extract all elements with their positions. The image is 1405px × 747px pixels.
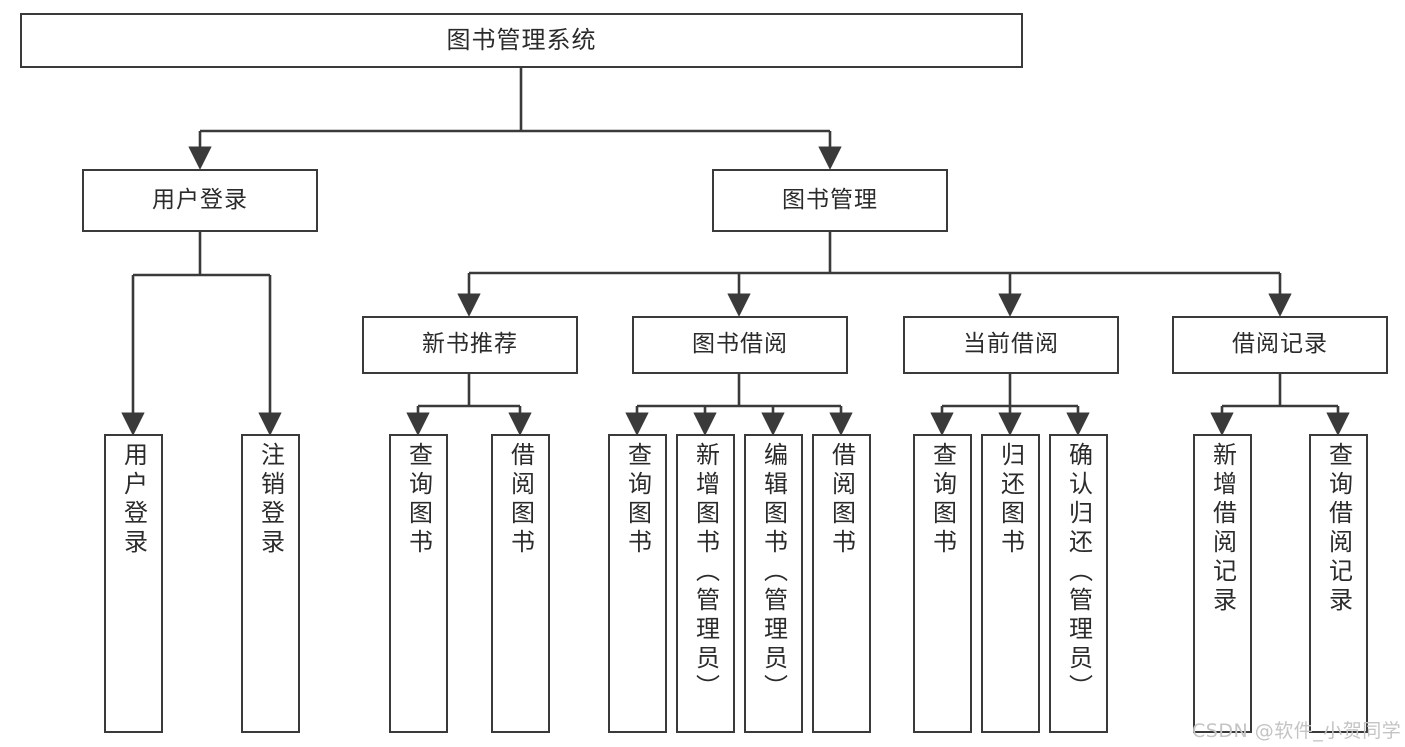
leaf-borrow-edit-book[interactable]: 编辑图书（管理员） [744, 434, 803, 733]
leaf-record-add-record[interactable]: 新增借阅记录 [1193, 434, 1252, 733]
node-label: 确认归还（管理员） [1064, 442, 1093, 703]
node-label: 借阅图书 [506, 442, 535, 558]
node-new-book-recommend[interactable]: 新书推荐 [362, 316, 578, 374]
leaf-current-return-book[interactable]: 归还图书 [981, 434, 1040, 733]
node-label: 查询图书 [623, 442, 652, 558]
node-label: 用户登录 [152, 186, 248, 213]
node-label: 查询图书 [404, 442, 433, 558]
leaf-current-query-book[interactable]: 查询图书 [913, 434, 972, 733]
node-label: 图书管理系统 [446, 26, 597, 55]
leaf-borrow-add-book[interactable]: 新增图书（管理员） [676, 434, 735, 733]
node-label: 编辑图书（管理员） [759, 442, 788, 703]
node-label: 借阅记录 [1232, 331, 1328, 358]
leaf-record-query-record[interactable]: 查询借阅记录 [1309, 434, 1368, 733]
node-user-login[interactable]: 用户登录 [82, 169, 318, 232]
node-label: 新书推荐 [422, 331, 518, 358]
node-label: 注销登录 [256, 442, 285, 558]
leaf-recommend-query-book[interactable]: 查询图书 [389, 434, 448, 733]
node-label: 借阅图书 [827, 442, 856, 558]
node-label: 查询图书 [928, 442, 957, 558]
node-label: 用户登录 [119, 442, 148, 558]
node-label: 查询借阅记录 [1324, 442, 1353, 616]
node-label: 新增图书（管理员） [691, 442, 720, 703]
node-book-borrow[interactable]: 图书借阅 [632, 316, 848, 374]
leaf-user-login-logout[interactable]: 注销登录 [241, 434, 300, 733]
node-label: 图书管理 [782, 186, 878, 213]
leaf-borrow-borrow-book[interactable]: 借阅图书 [812, 434, 871, 733]
node-root-system[interactable]: 图书管理系统 [20, 13, 1023, 68]
leaf-recommend-borrow-book[interactable]: 借阅图书 [491, 434, 550, 733]
watermark-text: CSDN @软件_小贺同学 [1192, 720, 1402, 742]
node-label: 当前借阅 [963, 331, 1059, 358]
node-borrow-record[interactable]: 借阅记录 [1172, 316, 1388, 374]
node-book-management[interactable]: 图书管理 [712, 169, 948, 232]
node-label: 归还图书 [996, 442, 1025, 558]
leaf-user-login-login[interactable]: 用户登录 [104, 434, 163, 733]
node-current-borrow[interactable]: 当前借阅 [903, 316, 1119, 374]
leaf-current-confirm-return[interactable]: 确认归还（管理员） [1049, 434, 1108, 733]
node-label: 新增借阅记录 [1208, 442, 1237, 616]
node-label: 图书借阅 [692, 331, 788, 358]
leaf-borrow-query-book[interactable]: 查询图书 [608, 434, 667, 733]
